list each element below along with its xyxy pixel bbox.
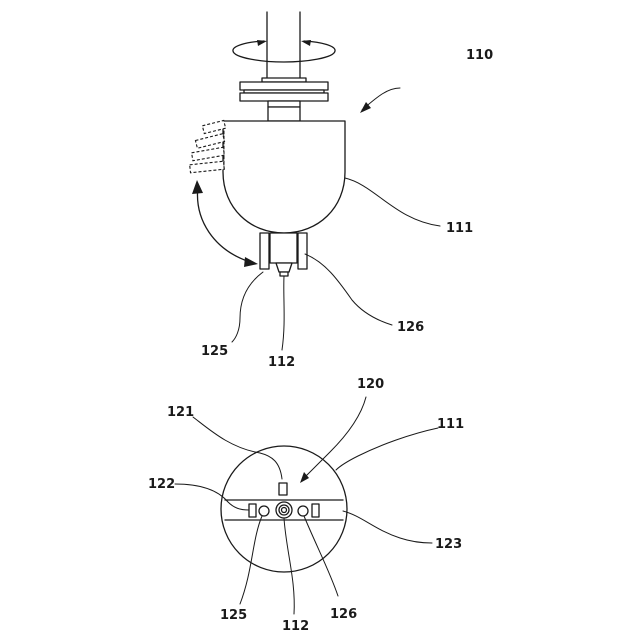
label-112: 112 (268, 355, 295, 370)
label-122: 122 (148, 477, 175, 492)
tilt-ghost-outlines (190, 120, 226, 172)
center-tip (276, 502, 292, 518)
label-126: 126 (397, 320, 424, 335)
label-125b: 125 (220, 608, 247, 623)
flange-coupling (240, 78, 328, 107)
side-view (190, 12, 345, 276)
left-holder (249, 504, 256, 517)
label-125: 125 (201, 344, 228, 359)
head-body (223, 121, 345, 233)
label-111b: 111 (437, 417, 464, 432)
right-holder (312, 504, 319, 517)
sensor (279, 483, 287, 495)
label-111: 111 (446, 221, 473, 236)
label-121: 121 (167, 405, 194, 420)
label-126b: 126 (330, 607, 357, 622)
label-123: 123 (435, 537, 462, 552)
label-112b: 112 (282, 619, 309, 634)
label-110: 110 (466, 48, 493, 63)
rotation-arrow (233, 40, 335, 62)
bottom-fixtures (260, 233, 307, 276)
neck (268, 107, 300, 121)
left-part-circle (259, 506, 269, 516)
label-120: 120 (357, 377, 384, 392)
right-part-circle (298, 506, 308, 516)
rotating-shaft (267, 12, 300, 80)
